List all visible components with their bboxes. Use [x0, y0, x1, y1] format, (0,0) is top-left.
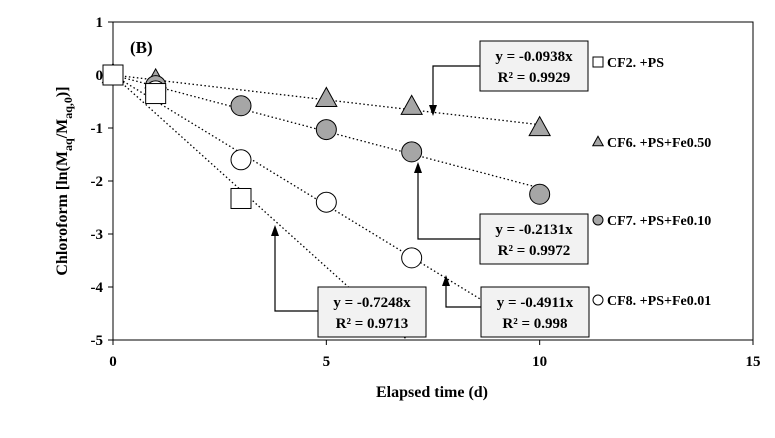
y-tick-label: -3	[91, 227, 104, 243]
x-tick-label: 5	[323, 354, 331, 370]
panel-label: (B)	[130, 38, 153, 57]
callout-box	[480, 286, 590, 338]
legend-label: CF7. +PS+Fe0.10	[607, 214, 711, 229]
r-squared: R² = 0.9713	[336, 316, 409, 332]
callout-box	[479, 213, 589, 265]
callout-box	[317, 286, 427, 338]
data-point	[230, 95, 252, 117]
legend-marker	[592, 56, 604, 68]
trend-equation: y = -0.0938x	[495, 49, 573, 65]
data-point	[528, 115, 552, 137]
arrowhead	[414, 162, 422, 173]
callout: y = -0.2131x R² = 0.9972	[414, 162, 589, 265]
callout: y = -0.0938x R² = 0.9929	[429, 40, 589, 116]
legend-entry: CF2. +PS	[592, 56, 664, 71]
arrowhead	[429, 105, 437, 116]
trend-equation: y = -0.7248x	[333, 295, 411, 311]
y-tick-label: -4	[91, 280, 104, 296]
y-axis-title: Chloroform [ln(Maq/Maq,0)]	[54, 86, 75, 275]
data-point	[230, 187, 252, 209]
trend-equation: y = -0.4911x	[497, 295, 574, 311]
data-point	[400, 94, 424, 115]
data-point	[401, 247, 423, 269]
legend-label: CF2. +PS	[607, 56, 664, 71]
callout-connector	[417, 172, 480, 240]
data-points	[101, 62, 552, 269]
r-squared: R² = 0.998	[502, 316, 567, 332]
data-point	[529, 183, 551, 205]
y-axis-title-sub2: aq,0	[61, 97, 75, 119]
r-squared: R² = 0.9972	[498, 243, 571, 259]
r-squared: R² = 0.9929	[498, 70, 571, 86]
data-point	[230, 149, 252, 171]
trendline	[112, 74, 498, 310]
legend-entry: CF8. +PS+Fe0.01	[592, 294, 711, 309]
data-point	[102, 64, 124, 86]
y-axis-title-sub1: aq	[61, 138, 75, 151]
y-tick-label: 1	[96, 15, 104, 31]
y-tick-label: 0	[96, 68, 104, 84]
legend-entry: CF6. +PS+Fe0.50	[591, 135, 711, 151]
callout: y = -0.7248x R² = 0.9713	[271, 225, 427, 338]
y-tick-label: -5	[91, 333, 104, 349]
legend-label: CF8. +PS+Fe0.01	[607, 294, 711, 309]
data-point	[315, 191, 337, 213]
callout-connector	[274, 235, 318, 312]
x-tick-label: 15	[746, 354, 761, 370]
x-tick-label: 0	[109, 354, 117, 370]
legend-marker	[592, 214, 604, 226]
y-axis-title-main: Chloroform [ln(M	[54, 151, 71, 276]
callout-connector	[445, 285, 481, 308]
data-point	[314, 86, 338, 107]
trend-equation: y = -0.2131x	[495, 222, 573, 238]
x-tick-label: 10	[532, 354, 547, 370]
data-point	[315, 119, 337, 141]
y-tick-label: -2	[91, 174, 104, 190]
callout: y = -0.4911x R² = 0.998	[442, 275, 590, 338]
y-tick-label: -1	[91, 121, 104, 137]
legend-entry: CF7. +PS+Fe0.10	[592, 214, 711, 229]
callout-connector	[432, 65, 480, 106]
x-axis-title: Elapsed time (d)	[376, 384, 488, 401]
legend-marker	[591, 135, 605, 147]
equation-callouts: y = -0.7248x R² = 0.9713 y = -0.0938x R² = …	[271, 40, 590, 338]
legend-label: CF6. +PS+Fe0.50	[607, 136, 711, 151]
y-axis-title-end: )]	[54, 86, 71, 97]
callout-box	[479, 40, 589, 92]
arrowhead	[271, 225, 279, 236]
data-point	[401, 141, 423, 163]
y-axis-title-mid: /M	[54, 119, 71, 140]
arrowhead	[442, 275, 450, 286]
data-point	[145, 83, 167, 105]
legend-marker	[592, 294, 604, 306]
